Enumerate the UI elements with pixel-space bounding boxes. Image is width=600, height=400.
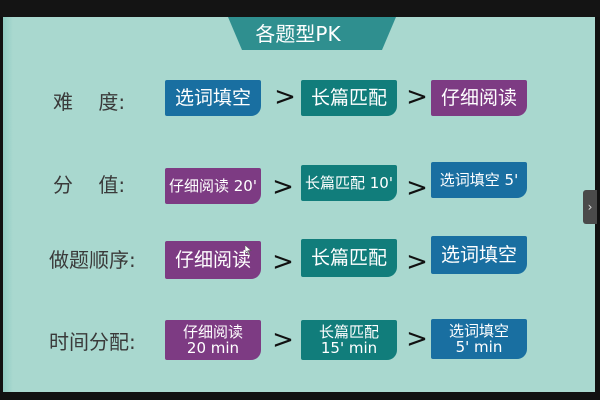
greater-than: > — [406, 82, 428, 112]
box-text-line-2: 5' min — [455, 338, 503, 356]
top-bar — [0, 0, 600, 17]
box-text-line-2: 20 min — [186, 339, 240, 357]
row-label-order: 做题顺序: — [49, 248, 136, 272]
box-text-line-2: 15' min — [320, 339, 378, 357]
row-label-score: 分 值: — [53, 173, 126, 197]
box-text: 长篇匹配 10' — [305, 173, 393, 192]
box-time-2: 长篇匹配 15' min — [301, 320, 397, 360]
box-text: 长篇匹配 — [310, 246, 387, 269]
box-text: 仔细阅读 20' — [169, 176, 257, 195]
mouse-pointer-icon — [245, 245, 252, 255]
box-text: 仔细阅读 — [174, 248, 251, 271]
box-text-line-1: 仔细阅读 — [182, 322, 243, 341]
chevron-right-icon[interactable]: › — [583, 190, 597, 224]
box-score-1: 仔细阅读 20' — [165, 168, 261, 204]
box-difficulty-1: 选词填空 — [165, 80, 261, 116]
box-score-3: 选词填空 5' — [431, 162, 527, 198]
greater-than: > — [272, 172, 294, 202]
box-difficulty-3: 仔细阅读 — [431, 80, 527, 116]
box-text: 仔细阅读 — [440, 86, 517, 109]
box-text: 选词填空 — [440, 243, 517, 266]
slide-title: 各题型PK — [255, 22, 341, 46]
box-text: 选词填空 — [174, 86, 251, 109]
box-order-2: 长篇匹配 — [301, 239, 397, 277]
box-text: 选词填空 5' — [439, 170, 519, 189]
box-difficulty-2: 长篇匹配 — [301, 80, 397, 116]
greater-than: > — [406, 173, 428, 203]
row-label-difficulty: 难 度: — [53, 90, 126, 114]
greater-than: > — [406, 324, 428, 354]
greater-than: > — [272, 247, 294, 277]
greater-than: > — [274, 82, 296, 112]
box-time-1: 仔细阅读 20 min — [165, 320, 261, 360]
box-text-line-1: 选词填空 — [448, 321, 509, 340]
box-score-2: 长篇匹配 10' — [301, 165, 397, 201]
box-time-3: 选词填空 5' min — [431, 319, 527, 359]
slide: 各题型PK 难 度: 选词填空 > 长篇匹配 > 仔细阅读 分 值: 仔细阅读 … — [3, 17, 595, 392]
box-text: 长篇匹配 — [310, 86, 387, 109]
box-text-line-1: 长篇匹配 — [318, 322, 379, 341]
title-tab — [228, 17, 396, 50]
row-label-time: 时间分配: — [49, 330, 136, 354]
greater-than: > — [406, 247, 428, 277]
greater-than: > — [272, 325, 294, 355]
box-order-3: 选词填空 — [431, 236, 527, 274]
